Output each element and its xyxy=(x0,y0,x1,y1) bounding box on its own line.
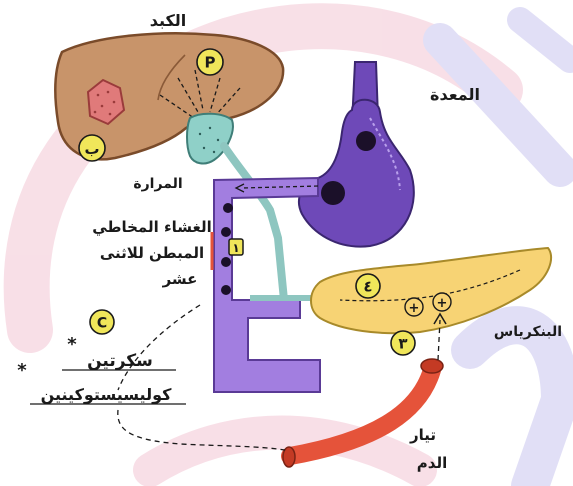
svg-text:P: P xyxy=(205,54,216,72)
label-secretin: سكرتين xyxy=(87,351,153,371)
label-duodenum-3: عشر xyxy=(162,270,198,288)
marker-b: ب xyxy=(79,135,105,161)
label-blood-1: تيار xyxy=(409,426,436,444)
marker-1: ١ xyxy=(229,239,243,255)
label-cholecystokinin: كوليسيستوكينين xyxy=(41,385,173,404)
label-duodenum-2: المبطن للاثنى xyxy=(100,244,204,262)
marker-4: ٤ xyxy=(356,274,380,298)
svg-text:٤: ٤ xyxy=(363,278,372,296)
marker-3: ٣ xyxy=(391,331,415,355)
label-cck-star: * xyxy=(17,360,27,381)
label-gallbladder: المرارة xyxy=(133,176,182,192)
label-blood-2: الدم xyxy=(417,454,447,472)
marker-c: C xyxy=(90,310,114,334)
blood-vessel-end-top xyxy=(421,359,443,373)
svg-text:+: + xyxy=(437,296,448,311)
svg-text:١: ١ xyxy=(232,241,239,255)
svg-text:+: + xyxy=(409,301,420,316)
plus-marker-1: + xyxy=(405,298,423,316)
label-pancreas: البنكرياس xyxy=(494,324,562,340)
label-stomach: المعدة xyxy=(430,85,480,104)
label-secretin-star: * xyxy=(67,334,77,355)
stomach-spot-2 xyxy=(321,181,345,205)
svg-text:ب: ب xyxy=(84,140,99,158)
svg-text:٣: ٣ xyxy=(398,335,407,353)
gallbladder xyxy=(187,114,233,164)
plus-marker-2: + xyxy=(433,293,451,311)
label-liver: الكبد xyxy=(150,11,187,30)
label-duodenum-1: الغشاء المخاطي xyxy=(92,218,212,236)
svg-text:C: C xyxy=(97,316,107,332)
stomach-spot-1 xyxy=(356,131,376,151)
marker-p: P xyxy=(197,49,223,75)
